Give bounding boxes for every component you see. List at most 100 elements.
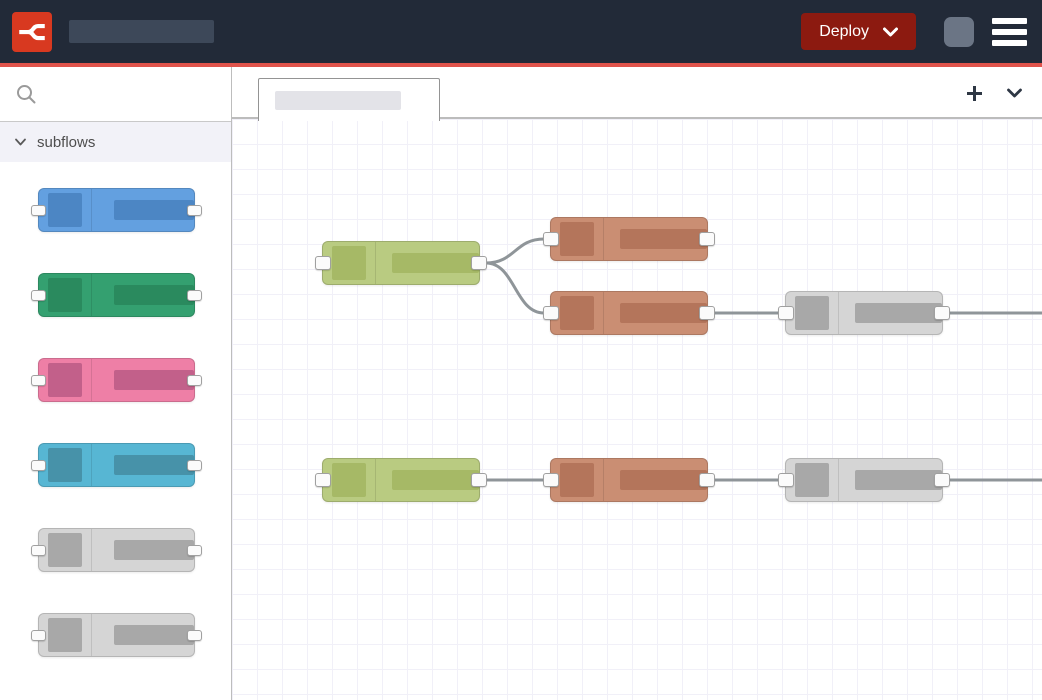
palette-node-subflow-cyan[interactable] bbox=[31, 443, 202, 487]
node-input-port[interactable] bbox=[31, 460, 46, 471]
node-icon-divider bbox=[91, 359, 92, 401]
node-label-placeholder bbox=[854, 470, 942, 490]
node-output-port[interactable] bbox=[699, 306, 715, 320]
wire-layer bbox=[485, 237, 1042, 482]
node-icon-placeholder bbox=[332, 463, 366, 497]
palette-section-subflows[interactable]: subflows bbox=[0, 122, 231, 162]
node-output-port[interactable] bbox=[934, 473, 950, 487]
node-label-placeholder bbox=[619, 229, 707, 249]
node-input-port[interactable] bbox=[31, 545, 46, 556]
flow-node-olive[interactable] bbox=[315, 458, 487, 502]
palette-node-subflow-gray-2[interactable] bbox=[31, 613, 202, 657]
search-icon bbox=[17, 85, 36, 104]
node-output-port[interactable] bbox=[187, 460, 202, 471]
palette-search[interactable] bbox=[0, 67, 231, 122]
node-input-port[interactable] bbox=[315, 256, 331, 270]
node-label-placeholder bbox=[619, 303, 707, 323]
node-output-port[interactable] bbox=[187, 205, 202, 216]
node-label-placeholder bbox=[391, 470, 479, 490]
flow-node-salmon[interactable] bbox=[543, 458, 715, 502]
node-icon-divider bbox=[91, 274, 92, 316]
node-icon-placeholder bbox=[48, 618, 82, 652]
node-output-port[interactable] bbox=[699, 473, 715, 487]
node-label-placeholder bbox=[114, 540, 194, 560]
node-input-port[interactable] bbox=[31, 630, 46, 641]
node-icon-divider bbox=[602, 292, 604, 334]
palette-node-list bbox=[0, 162, 231, 698]
node-icon-divider bbox=[91, 189, 92, 231]
deploy-button-label: Deploy bbox=[819, 22, 869, 40]
node-label-placeholder bbox=[114, 455, 194, 475]
node-icon-placeholder bbox=[48, 278, 82, 312]
flow-node-salmon[interactable] bbox=[543, 291, 715, 335]
node-icon-divider bbox=[837, 292, 839, 334]
flow-tab-label-placeholder bbox=[275, 91, 401, 110]
node-label-placeholder bbox=[114, 200, 194, 220]
palette-node-subflow-green[interactable] bbox=[31, 273, 202, 317]
palette-sidebar: subflows bbox=[0, 67, 232, 700]
node-icon-divider bbox=[91, 444, 92, 486]
deploy-button[interactable]: Deploy bbox=[801, 13, 916, 50]
node-icon-placeholder bbox=[795, 296, 829, 330]
node-icon-divider bbox=[374, 242, 376, 284]
flow-node-gray[interactable] bbox=[778, 458, 950, 502]
flow-canvas[interactable] bbox=[232, 119, 1042, 700]
node-icon-placeholder bbox=[48, 448, 82, 482]
node-icon-divider bbox=[602, 218, 604, 260]
palette-node-subflow-gray[interactable] bbox=[31, 528, 202, 572]
tab-actions bbox=[966, 67, 1022, 119]
node-input-port[interactable] bbox=[778, 306, 794, 320]
node-label-placeholder bbox=[391, 253, 479, 273]
node-input-port[interactable] bbox=[31, 205, 46, 216]
flow-tab[interactable] bbox=[258, 78, 440, 121]
flow-wire[interactable] bbox=[485, 261, 545, 315]
header: Deploy bbox=[0, 0, 1042, 63]
node-input-port[interactable] bbox=[315, 473, 331, 487]
user-avatar[interactable] bbox=[944, 16, 974, 47]
flow-tab-bar bbox=[232, 67, 1042, 121]
node-input-port[interactable] bbox=[543, 306, 559, 320]
flow-node-salmon[interactable] bbox=[543, 217, 715, 261]
node-icon-placeholder bbox=[560, 222, 594, 256]
plus-icon bbox=[967, 85, 982, 101]
palette-section-label: subflows bbox=[37, 133, 96, 151]
node-icon-divider bbox=[837, 459, 839, 501]
node-output-port[interactable] bbox=[187, 375, 202, 386]
node-label-placeholder bbox=[114, 625, 194, 645]
node-input-port[interactable] bbox=[543, 232, 559, 246]
node-output-port[interactable] bbox=[187, 290, 202, 301]
workspace bbox=[232, 67, 1042, 700]
node-label-placeholder bbox=[114, 370, 194, 390]
chevron-down-icon bbox=[1007, 88, 1022, 98]
node-label-placeholder bbox=[619, 470, 707, 490]
palette-node-subflow-blue[interactable] bbox=[31, 188, 202, 232]
flow-wire[interactable] bbox=[485, 237, 545, 265]
node-icon-placeholder bbox=[48, 193, 82, 227]
node-input-port[interactable] bbox=[31, 290, 46, 301]
node-icon-placeholder bbox=[795, 463, 829, 497]
node-output-port[interactable] bbox=[471, 256, 487, 270]
node-output-port[interactable] bbox=[187, 630, 202, 641]
node-label-placeholder bbox=[114, 285, 194, 305]
node-input-port[interactable] bbox=[778, 473, 794, 487]
add-flow-button[interactable] bbox=[966, 85, 983, 102]
flow-list-button[interactable] bbox=[1007, 88, 1022, 98]
node-icon-placeholder bbox=[560, 463, 594, 497]
main-menu-icon[interactable] bbox=[992, 17, 1027, 46]
node-input-port[interactable] bbox=[31, 375, 46, 386]
chevron-down-icon bbox=[15, 138, 26, 146]
node-output-port[interactable] bbox=[934, 306, 950, 320]
node-icon-divider bbox=[91, 614, 92, 656]
node-input-port[interactable] bbox=[543, 473, 559, 487]
node-icon-placeholder bbox=[48, 363, 82, 397]
node-output-port[interactable] bbox=[699, 232, 715, 246]
node-output-port[interactable] bbox=[471, 473, 487, 487]
node-icon-divider bbox=[602, 459, 604, 501]
node-output-port[interactable] bbox=[187, 545, 202, 556]
palette-node-subflow-pink[interactable] bbox=[31, 358, 202, 402]
flow-node-gray[interactable] bbox=[778, 291, 950, 335]
node-icon-divider bbox=[374, 459, 376, 501]
header-accent-line bbox=[0, 63, 1042, 67]
flow-node-olive[interactable] bbox=[315, 241, 487, 285]
node-red-logo-icon[interactable] bbox=[12, 11, 52, 52]
